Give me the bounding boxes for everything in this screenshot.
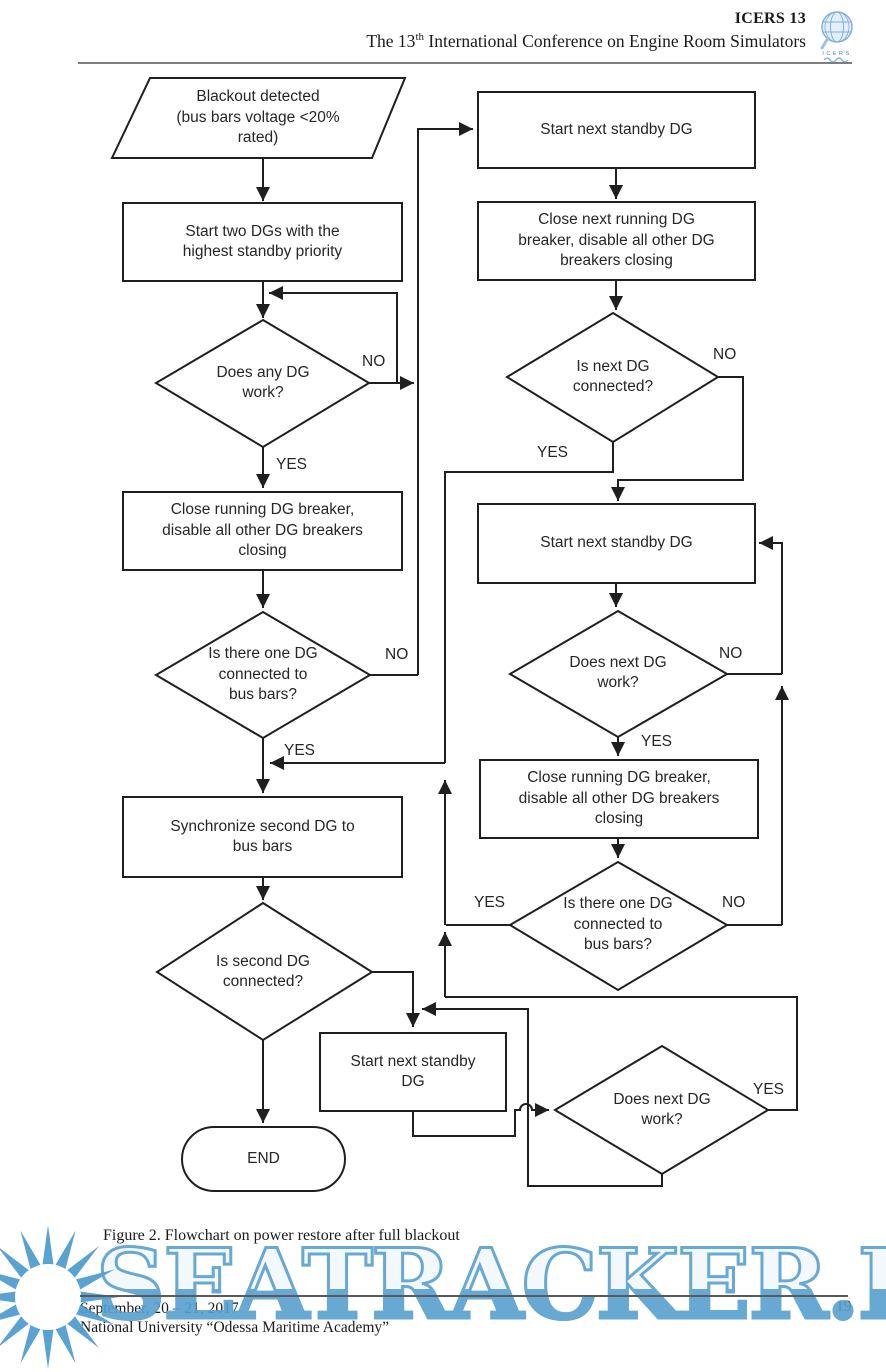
edge-nextconn-yes bbox=[444, 442, 614, 763]
title-number: The 13 bbox=[366, 31, 416, 51]
flow-shapes bbox=[110, 77, 770, 1192]
node-close-next-running: Close next running DG breaker, disable a… bbox=[518, 211, 715, 270]
shape-start-next-3 bbox=[319, 1032, 507, 1112]
shape-end-terminator bbox=[181, 1126, 346, 1192]
edge-no-rail-to-startnext1 bbox=[417, 122, 473, 675]
shape-is-next-connected bbox=[505, 311, 720, 444]
node-does-next-work-2: Does next DG work? bbox=[613, 1090, 711, 1128]
edge-label-yes-oneconn2: YES bbox=[474, 894, 506, 911]
shape-close-running-1 bbox=[122, 491, 403, 571]
node-close-running-1: Close running DG breaker, disable all ot… bbox=[162, 501, 363, 560]
shape-start-next-2 bbox=[477, 503, 756, 584]
node-start-two-dgs: Start two DGs with the highest standby p… bbox=[182, 222, 343, 260]
footer-dates: September, 20 – 21, 2017 bbox=[80, 1300, 239, 1318]
node-close-running-2: Close running DG breaker, disable all ot… bbox=[518, 769, 720, 828]
shape-is-second-connected bbox=[155, 901, 374, 1042]
edge-label-yes-work1: YES bbox=[641, 733, 673, 750]
edge-rail-into-startnext2 bbox=[759, 536, 783, 674]
footer-institution: National University “Odessa Maritime Aca… bbox=[80, 1319, 389, 1337]
edge-startnext3-to-work2 bbox=[412, 1103, 549, 1137]
node-synchronize: Synchronize second DG to bus bars bbox=[170, 817, 355, 855]
logo-caption: ICERS bbox=[822, 51, 851, 57]
page-number: 19 bbox=[836, 1298, 852, 1316]
title-rest: International Conference on Engine Room … bbox=[424, 31, 806, 51]
edge-work2-yes-loop bbox=[445, 996, 798, 1111]
edge-work2-no-loop bbox=[422, 1002, 663, 1187]
node-start-next-2: Start next standby DG bbox=[540, 534, 693, 552]
footer-rule bbox=[80, 1295, 848, 1297]
edge-label-no-anywork: NO bbox=[362, 353, 386, 370]
edge-label-no-oneconn1: NO bbox=[385, 646, 409, 663]
waves-icon bbox=[823, 57, 849, 63]
shape-start-two-dgs bbox=[122, 202, 403, 282]
watermark: SEATRACKER.RU bbox=[94, 1227, 886, 1343]
node-start-next-1: Start next standby DG bbox=[540, 120, 693, 138]
edge-loopback-anywork bbox=[269, 286, 398, 383]
conference-short-title: ICERS 13 bbox=[734, 10, 806, 27]
magnifier-handle-icon bbox=[820, 36, 830, 50]
node-does-next-work-1: Does next DG work? bbox=[569, 653, 667, 691]
shape-does-any-dg-work bbox=[154, 318, 371, 449]
icers-logo: ICERS bbox=[820, 11, 853, 63]
header: ICERS 13 The 13th International Conferen… bbox=[366, 10, 806, 52]
edge-label-no-work1: NO bbox=[719, 645, 743, 662]
node-start-next-3: Start next standby DG bbox=[350, 1052, 476, 1090]
node-one-dg-connected-1: Is there one DG connected to bus bars? bbox=[208, 645, 318, 704]
shape-close-next-running bbox=[477, 201, 756, 281]
edge-label-yes-work2: YES bbox=[753, 1081, 785, 1098]
shape-does-next-work-2 bbox=[553, 1044, 770, 1176]
node-one-dg-connected-2: Is there one DG connected to bus bars? bbox=[563, 895, 673, 954]
edge-label-no-oneconn2: NO bbox=[722, 894, 746, 911]
figure-caption: Figure 2. Flowchart on power restore aft… bbox=[103, 1227, 460, 1245]
node-is-next-connected: Is next DG connected? bbox=[572, 357, 654, 395]
node-does-any-dg-work: Does any DG work? bbox=[216, 363, 310, 401]
edge-label-yes-nextconn: YES bbox=[537, 444, 569, 461]
flow-connectors bbox=[256, 122, 798, 1187]
shape-one-dg-connected-2 bbox=[508, 860, 729, 992]
shape-blackout-parallelogram bbox=[110, 77, 407, 159]
shape-start-next-1 bbox=[477, 91, 756, 169]
edge-label-yes-anywork: YES bbox=[276, 456, 308, 473]
sun-logo-icon bbox=[0, 1225, 120, 1369]
shape-synchronize bbox=[122, 796, 403, 878]
edge-nextconn-no bbox=[611, 376, 744, 501]
node-end: END bbox=[247, 1149, 280, 1167]
node-blackout: Blackout detected (bus bars voltage <20%… bbox=[176, 88, 340, 147]
watermark-text: SEATRACKER.RU bbox=[94, 1227, 886, 1343]
edge-label-yes-oneconn1: YES bbox=[284, 742, 316, 759]
shape-does-next-work-1 bbox=[508, 609, 729, 739]
node-is-second-connected: Is second DG connected? bbox=[216, 952, 310, 990]
title-ordinal: th bbox=[415, 31, 424, 44]
edge-label-no-nextconn: NO bbox=[713, 346, 737, 363]
header-rule bbox=[78, 62, 852, 64]
shape-one-dg-connected-1 bbox=[154, 610, 372, 740]
shape-close-running-2 bbox=[479, 759, 759, 839]
edge-secondconn-to-startnext3 bbox=[372, 971, 420, 1027]
conference-full-title: The 13th International Conference on Eng… bbox=[366, 31, 806, 52]
